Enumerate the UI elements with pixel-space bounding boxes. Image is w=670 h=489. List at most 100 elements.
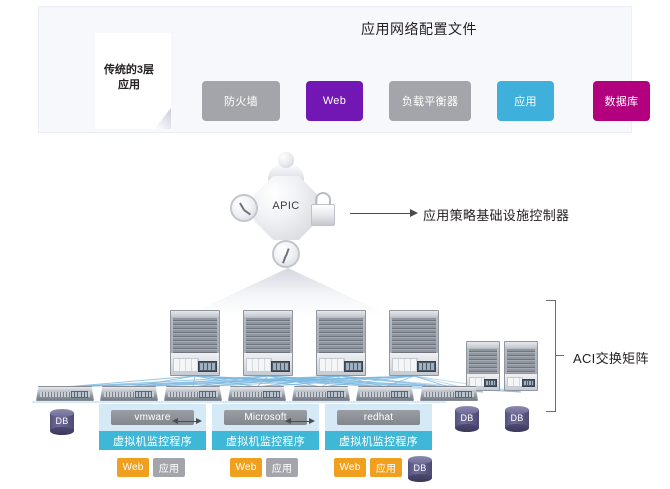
leaf-port-block xyxy=(263,391,280,398)
spine-switch-3 xyxy=(316,310,366,376)
spine-switch-4 xyxy=(389,310,439,376)
arrow-tip-left xyxy=(172,418,178,424)
chassis-top xyxy=(390,311,438,317)
document-label-line2: 应用 xyxy=(118,79,140,91)
apic-caption-arrow-line xyxy=(350,213,412,214)
workload-tile-2: 应用 xyxy=(153,458,185,477)
power-supply xyxy=(392,358,418,372)
database-standalone-left: DB xyxy=(50,409,74,435)
tier-box-load-balancer: 负载平衡器 xyxy=(389,81,471,121)
arrow-tip-left xyxy=(285,418,291,424)
database-cylinder-top xyxy=(408,456,432,464)
clock-icon-left xyxy=(230,194,258,222)
port-block xyxy=(417,361,436,372)
workload-tile-5: Web xyxy=(334,458,366,477)
chassis xyxy=(389,310,439,376)
line-card-slots xyxy=(319,318,363,354)
database-cylinder-body xyxy=(455,410,479,428)
power-supply xyxy=(507,377,523,387)
database-cylinder-body xyxy=(505,410,529,428)
tier-box-web: Web xyxy=(306,81,363,121)
port-block xyxy=(522,379,535,387)
apic-octagon-shape xyxy=(254,176,318,240)
line-card-slots xyxy=(469,349,497,375)
hypervisor-bar-3: 虚拟机监控程序 xyxy=(325,431,432,450)
leaf-switch-6 xyxy=(356,386,414,401)
document-label-line1: 传统的3层 xyxy=(103,64,155,76)
workload-tile-3: Web xyxy=(230,458,262,477)
database-label: DB xyxy=(55,416,69,426)
tier-box-firewall: 防火墙 xyxy=(202,81,280,121)
database-cylinder-bottom xyxy=(408,474,432,482)
database-cylinder-body xyxy=(50,413,74,431)
chassis xyxy=(466,341,500,391)
leaf-switch-3 xyxy=(164,386,222,401)
arrow-shaft xyxy=(177,421,197,423)
clock-minute-hand xyxy=(282,255,287,264)
tier-box-firewall-label: 防火墙 xyxy=(224,96,258,108)
chassis xyxy=(243,310,293,376)
arrow-tip-right xyxy=(196,418,202,424)
leaf-switch-2 xyxy=(100,386,158,401)
apic-beam-cone xyxy=(190,268,386,314)
leaf-port-block xyxy=(327,391,344,398)
lock-icon-body xyxy=(311,204,335,226)
database-cylinder-bottom xyxy=(505,424,529,432)
leaf-front-panel xyxy=(168,392,218,397)
database-cylinder-top xyxy=(50,409,74,417)
leaf-front-panel xyxy=(232,392,282,397)
spine-switch-2 xyxy=(243,310,293,376)
leaf-port-block xyxy=(71,391,88,398)
chassis xyxy=(170,310,220,376)
database-label: DB xyxy=(413,463,427,473)
apic-label: APIC xyxy=(272,200,300,212)
clock-minute-hand xyxy=(243,209,251,215)
database-redhat-column: DB xyxy=(408,456,432,482)
chassis xyxy=(504,341,538,391)
line-card-slots xyxy=(507,349,535,375)
port-block xyxy=(271,361,290,372)
database-cylinder-body xyxy=(408,460,432,478)
tier-box-load-balancer-label: 负载平衡器 xyxy=(401,96,459,108)
chassis-top xyxy=(244,311,292,317)
database-border-1: DB xyxy=(455,406,479,432)
leaf-switch-4 xyxy=(228,386,286,401)
apic-caption-arrow-head xyxy=(410,209,418,217)
hypervisor-bar-1: 虚拟机监控程序 xyxy=(99,431,206,450)
chassis xyxy=(316,310,366,376)
power-supply xyxy=(319,358,345,372)
border-switch-2 xyxy=(504,341,538,391)
database-label: DB xyxy=(510,413,524,423)
port-block xyxy=(484,379,497,387)
leaf-front-panel xyxy=(104,392,154,397)
arrow-tip-right xyxy=(309,418,315,424)
aci-fabric-label: ACI交换矩阵 xyxy=(573,351,649,366)
leaf-front-panel xyxy=(296,392,346,397)
database-cylinder-top xyxy=(455,406,479,414)
leaf-front-panel xyxy=(40,392,90,397)
tier-box-application-label: 应用 xyxy=(514,96,537,108)
line-card-slots xyxy=(392,318,436,354)
leaf-switch-7 xyxy=(420,386,478,401)
workload-tile-6: 应用 xyxy=(370,458,402,477)
leaf-port-block xyxy=(455,391,472,398)
power-supply xyxy=(173,358,199,372)
clock-icon-bottom xyxy=(272,240,300,268)
document-label: 传统的3层 应用 xyxy=(95,63,163,93)
leaf-port-block xyxy=(135,391,152,398)
aci-fabric-bracket xyxy=(546,300,556,412)
apic-caption: 应用策略基础设施控制器 xyxy=(423,208,570,223)
line-card-slots xyxy=(173,318,217,354)
lock-icon-shackle xyxy=(315,192,331,206)
chassis-top xyxy=(467,342,499,348)
aci-fabric-bracket-tick xyxy=(556,355,564,357)
leaf-port-block xyxy=(391,391,408,398)
database-cylinder-top xyxy=(505,406,529,414)
tier-box-web-label: Web xyxy=(322,95,347,107)
power-supply xyxy=(246,358,272,372)
document-page xyxy=(95,33,171,129)
